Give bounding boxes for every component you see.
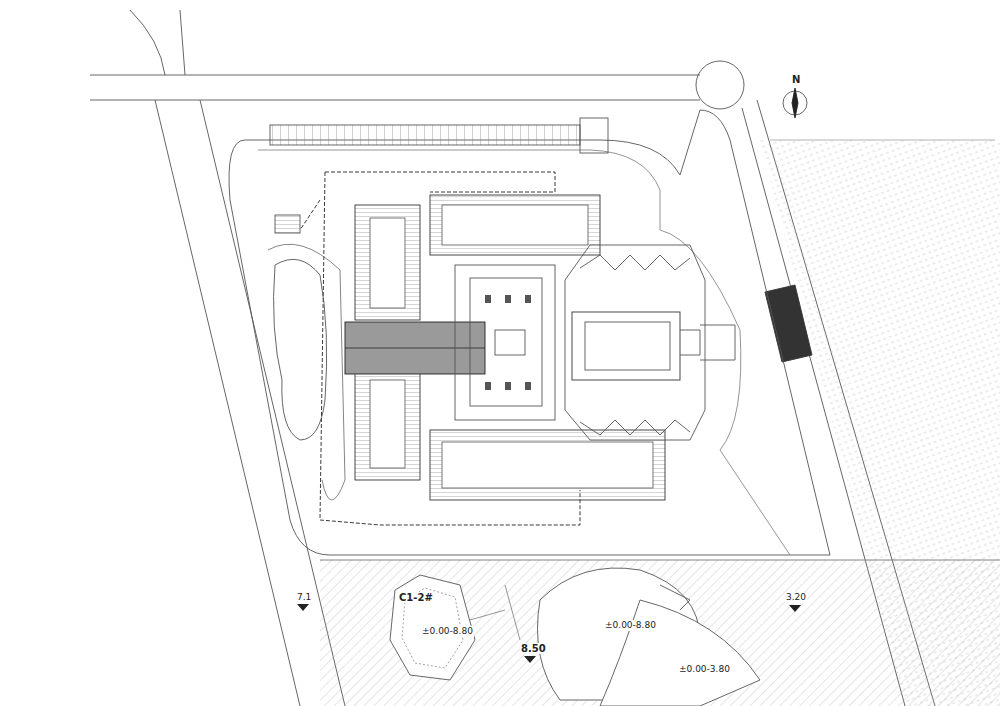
elevation-range: ±0.00-8.80 (604, 620, 657, 631)
elevation-mark: 3.20 (785, 592, 807, 603)
elevation-mark: 7.1 (296, 592, 312, 603)
north-label: N (791, 74, 801, 85)
building-code: C1-2# (398, 592, 434, 603)
elevation-range: ±0.00-8.80 (421, 626, 474, 637)
elevation-range: ±0.00-3.80 (678, 664, 731, 675)
elevation-mark: 8.50 (520, 643, 547, 654)
